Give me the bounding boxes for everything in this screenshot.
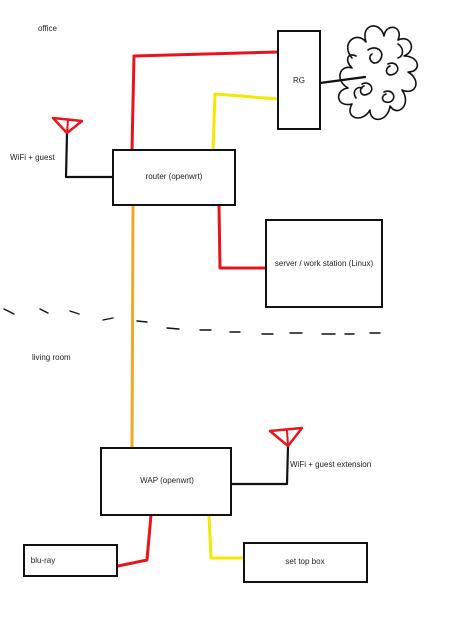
internet-cloud-icon: [337, 25, 419, 121]
rg-label: RG: [293, 76, 305, 85]
wap-box: [100, 447, 232, 516]
antenna-label-office: WiFi + guest: [10, 153, 55, 162]
wap-label: WAP (openwrt): [140, 476, 194, 485]
antenna-label-living: WiFi + guest extension: [290, 460, 372, 469]
router-box: [112, 149, 236, 206]
settop-box: [243, 542, 368, 583]
bluray-label: blu-ray: [30, 556, 56, 565]
router-label: router (openwrt): [145, 172, 203, 181]
router-to-server-link: [217, 203, 268, 270]
zone-label-living-room: living room: [32, 353, 71, 362]
server-label: server / work station (Linux): [274, 259, 374, 268]
rg-box: [277, 30, 321, 130]
antenna-icon-mast: [66, 119, 69, 134]
zone-label-office: office: [38, 24, 57, 33]
router-to-wap-link: [130, 203, 135, 449]
antenna-icon-mast: [286, 429, 289, 447]
office-antenna-cable: [64, 131, 115, 179]
router-to-rg-link: [130, 50, 280, 152]
antenna-icon: [268, 426, 304, 448]
rg-to-cloud-cable: [318, 75, 367, 85]
wap-to-settop-link: [207, 514, 246, 560]
wap-to-bluray-link: [116, 513, 153, 568]
bluray-box: [23, 544, 118, 577]
living-antenna-cable: [230, 444, 290, 486]
floor-divider: [3, 308, 381, 335]
rg-to-router-yellow-link: [211, 92, 280, 152]
server-box: [265, 219, 383, 308]
settop-label: set top box: [285, 557, 325, 566]
